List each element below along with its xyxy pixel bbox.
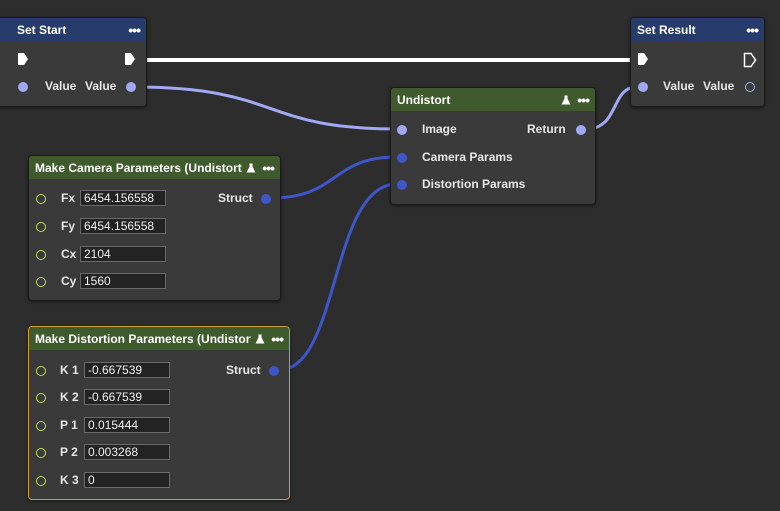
make-camera-parameters-title: Make Camera Parameters (Undistort) [35,160,243,175]
struct-out-pin[interactable] [261,194,271,204]
make-camera-parameters-header[interactable]: Make Camera Parameters (Undistort) ••• [29,156,280,179]
k3-label: K 3 [60,473,79,487]
cy-label: Cy [61,274,77,288]
cx-in-pin[interactable] [36,250,46,260]
p2-field[interactable] [84,444,170,460]
more-menu-icon[interactable]: ••• [746,21,759,38]
set-start-header[interactable]: Set Start ••• [0,18,146,41]
value-out-label: Value [85,79,117,93]
k1-in-pin[interactable] [36,366,46,376]
undistort-node[interactable]: Undistort ••• Image Return Camera Params… [390,87,596,205]
value-out-pin[interactable] [745,82,755,92]
more-menu-icon[interactable]: ••• [262,159,275,176]
p1-in-pin[interactable] [36,421,46,431]
make-distortion-parameters-title: Make Distortion Parameters (Undistort) [35,331,252,346]
struct-wire-distortion-to-params[interactable] [278,182,398,372]
struct-wire-camera-to-params[interactable] [269,155,398,200]
fy-label: Fy [61,219,76,233]
flask-icon [246,163,256,173]
value-out-pin[interactable] [126,82,136,92]
undistort-header[interactable]: Undistort ••• [391,88,595,111]
set-start-node[interactable]: Set Start ••• Value Value [0,17,147,107]
fx-label: Fx [61,191,76,205]
set-start-title: Set Start [17,22,67,37]
image-label: Image [422,122,457,136]
flask-icon [561,95,571,105]
value-wire-start-to-image[interactable] [134,85,398,131]
k2-field[interactable] [84,389,170,405]
cy-in-pin[interactable] [36,277,46,287]
p1-label: P 1 [60,418,78,432]
image-in-pin[interactable] [397,125,407,135]
more-menu-icon[interactable]: ••• [128,21,141,38]
value-out-label: Value [703,79,735,93]
make-distortion-parameters-node[interactable]: Make Distortion Parameters (Undistort) •… [28,326,290,500]
cx-field[interactable] [80,246,166,262]
p2-label: P 2 [60,445,78,459]
p2-in-pin[interactable] [36,448,46,458]
value-in-label: Value [663,79,695,93]
k3-field[interactable] [84,472,170,488]
fy-field[interactable] [80,218,166,234]
k1-label: K 1 [60,363,79,377]
struct-out-pin[interactable] [269,366,279,376]
distortion-params-label: Distortion Params [422,177,526,191]
k2-in-pin[interactable] [36,393,46,403]
cy-field[interactable] [80,273,166,289]
exec-out-pin-icon[interactable] [124,52,136,66]
exec-in-pin-icon[interactable] [637,52,649,66]
exec-in-pin-icon[interactable] [17,52,29,66]
k2-label: K 2 [60,390,79,404]
p1-field[interactable] [84,417,170,433]
set-result-header[interactable]: Set Result ••• [631,18,764,41]
more-menu-icon[interactable]: ••• [577,91,590,108]
k1-field[interactable] [84,362,170,378]
struct-out-label: Struct [218,191,253,205]
return-label: Return [527,122,566,136]
cx-label: Cx [61,247,77,261]
struct-out-label: Struct [226,363,261,377]
make-camera-parameters-node[interactable]: Make Camera Parameters (Undistort) ••• S… [28,155,281,301]
distortion-params-in-pin[interactable] [397,180,407,190]
k3-in-pin[interactable] [36,476,46,486]
value-in-pin[interactable] [638,82,648,92]
exec-out-pin-icon[interactable] [743,52,757,68]
set-result-title: Set Result [637,22,696,37]
more-menu-icon[interactable]: ••• [271,330,284,347]
value-in-label: Value [45,79,77,93]
camera-params-label: Camera Params [422,150,513,164]
camera-params-in-pin[interactable] [397,153,407,163]
return-out-pin[interactable] [576,125,586,135]
value-in-pin[interactable] [18,82,28,92]
flask-icon [255,334,265,344]
fy-in-pin[interactable] [36,222,46,232]
fx-field[interactable] [80,190,166,206]
undistort-title: Undistort [397,92,451,107]
make-distortion-parameters-header[interactable]: Make Distortion Parameters (Undistort) •… [29,327,289,350]
set-result-node[interactable]: Set Result ••• Value Value [630,17,765,107]
fx-in-pin[interactable] [36,194,46,204]
